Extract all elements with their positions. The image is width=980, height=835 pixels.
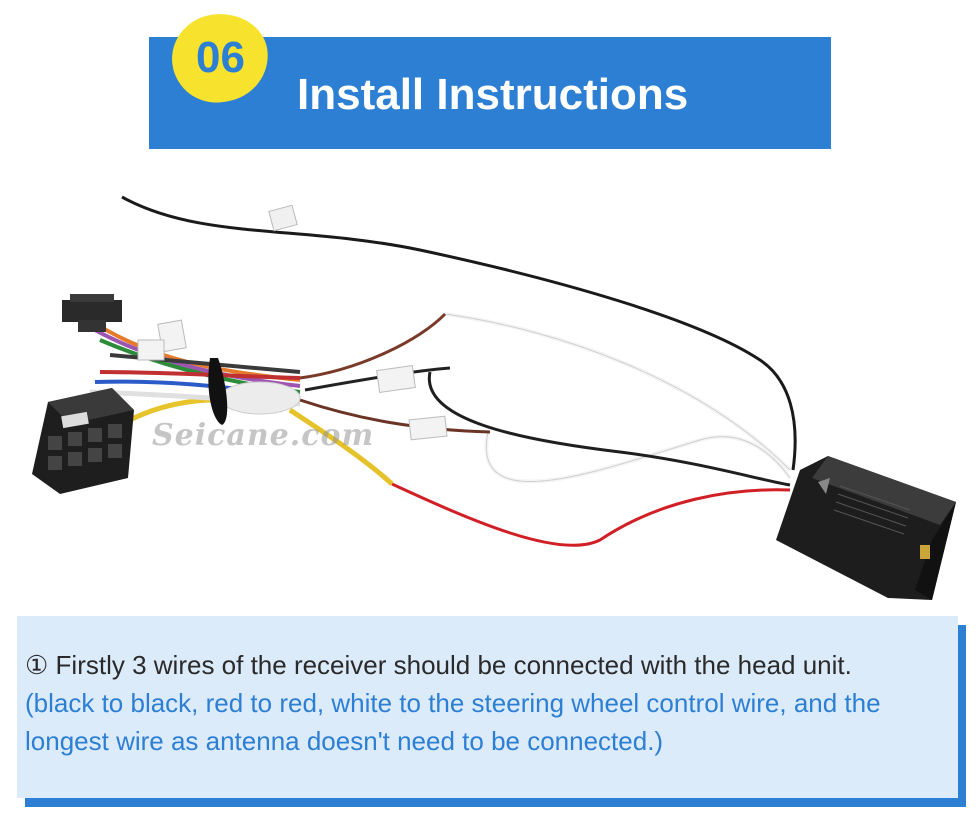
instruction-main: ① Firstly 3 wires of the receiver should…: [25, 646, 950, 684]
sws-tag: [408, 415, 448, 441]
brown-wire-1: [299, 312, 447, 380]
white-wire-1: [444, 312, 792, 472]
black-wire-3: [427, 371, 791, 487]
gnd-tag: [376, 365, 416, 393]
page-title: Install Instructions: [297, 70, 689, 119]
ill-tag: [157, 319, 187, 353]
red-wire: [391, 482, 791, 547]
receiver-module: [776, 456, 956, 600]
top-connector: [62, 294, 122, 332]
white-wire-1-edge: [444, 313, 791, 471]
instruction-main-text: Firstly 3 wires of the receiver should b…: [55, 650, 852, 680]
watermark: Seicane.com: [152, 418, 375, 453]
acc-tag: [137, 339, 165, 361]
wire-wrap: [219, 381, 301, 415]
step-number: 06: [195, 33, 245, 83]
brown-wire-2: [299, 398, 491, 434]
product-photo: [32, 195, 956, 600]
zip-tie: [208, 358, 228, 425]
step-marker: ①: [25, 650, 49, 680]
yellow-wire: [288, 407, 394, 486]
instruction-detail: (black to black, red to red, white to th…: [25, 688, 881, 756]
antenna-wire: [121, 195, 797, 471]
iso-connector: [32, 388, 134, 494]
wire-tag: [268, 204, 298, 232]
instruction-note: ① Firstly 3 wires of the receiver should…: [17, 616, 958, 798]
